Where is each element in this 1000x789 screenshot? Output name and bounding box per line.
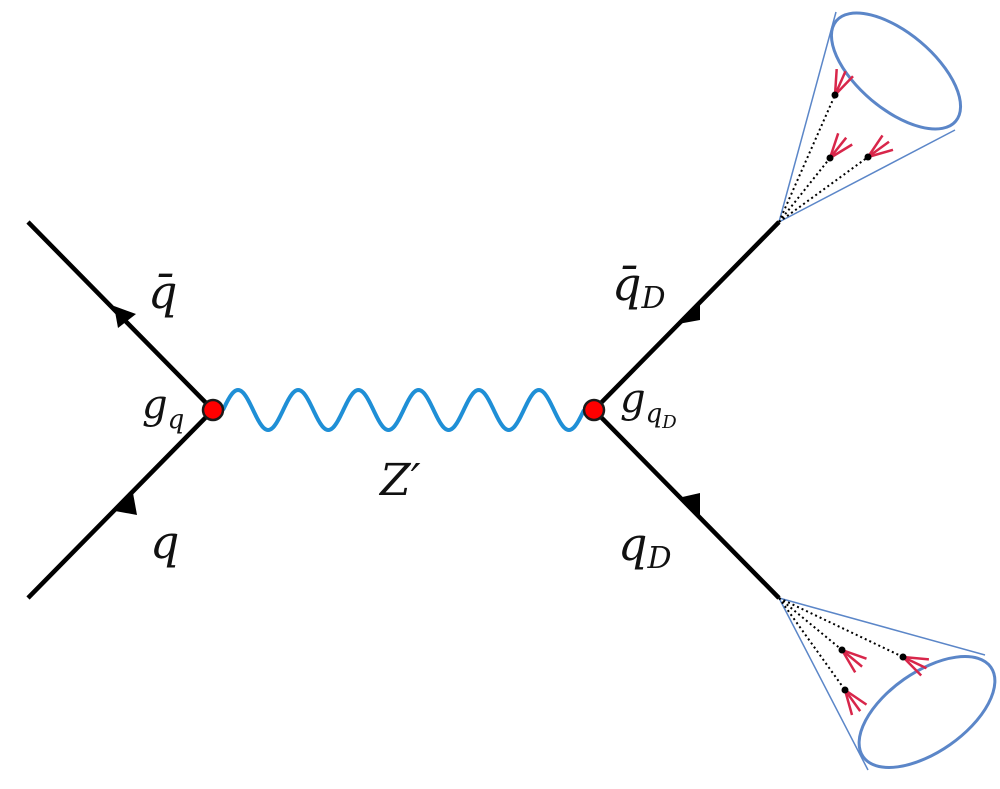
upper-shower-spray [867, 140, 890, 159]
lower-particle-dot [838, 646, 846, 654]
lower-particle-dot [899, 653, 907, 661]
upper-shower-spray [866, 134, 884, 158]
upper-shower-spray [828, 132, 840, 159]
dark-quark-arrow-icon [678, 493, 700, 518]
antiquark-label: q̄ [148, 265, 177, 319]
right-vertex-icon [582, 398, 606, 422]
upper-shower-particles [778, 69, 894, 223]
lower-shower-spray [841, 649, 863, 668]
lower-dotted-track [778, 597, 846, 691]
lower-shower-spray [902, 656, 923, 677]
lower-shower-spray [843, 689, 854, 716]
upper-particle-dot [831, 91, 839, 99]
upper-particle-dot [826, 154, 834, 162]
lower-jet-cone [778, 597, 997, 771]
right-coupling-subsub: D [661, 412, 677, 433]
dark-antiquark-main: q̄ [612, 257, 641, 311]
upper-shower-spray [867, 148, 894, 159]
lower-dotted-track [778, 597, 843, 651]
lower-shower-spray [902, 655, 928, 670]
lower-shower-spray [843, 689, 862, 712]
dark-quark-label: qD [618, 517, 672, 576]
right-coupling-label: gqD [620, 376, 677, 433]
upper-shower-spray [829, 136, 848, 159]
quark-arrow-icon [115, 493, 137, 515]
upper-shower-spray [833, 70, 847, 96]
left-vertex-icon [201, 398, 225, 422]
zprime-label: Z′ [378, 455, 421, 506]
dark-quark-sub: D [646, 541, 671, 576]
dark-quark-main: q [618, 517, 647, 571]
lower-shower-spray [902, 655, 930, 661]
upper-jet-cone [778, 11, 963, 223]
upper-dotted-track [778, 157, 831, 223]
lower-shower-particles [778, 597, 930, 716]
dark-antiquark-label: q̄D [612, 257, 666, 316]
antiquark-arrow-icon [114, 306, 136, 328]
upper-shower-spray [833, 69, 838, 96]
dark-antiquark-sub: D [640, 281, 665, 316]
right-coupling-main: g [620, 376, 646, 422]
lower-shower-spray [840, 649, 857, 674]
upper-dotted-track [778, 156, 869, 223]
upper-shower-spray [834, 75, 854, 96]
lower-particle-dot [841, 686, 849, 694]
incoming-quark-line [26, 408, 215, 600]
left-coupling-label: gq [142, 382, 184, 435]
left-coupling-sub: q [168, 405, 185, 435]
lower-shower-spray [841, 648, 867, 660]
right-coupling-sub: q [646, 399, 663, 429]
quark-label: q [150, 515, 179, 569]
upper-dotted-track [778, 94, 836, 223]
zprime-boson-wave [221, 387, 586, 433]
dark-antiquark-arrow-icon [678, 301, 700, 324]
upper-particle-dot [864, 153, 872, 161]
lower-shower-spray [844, 688, 868, 706]
left-coupling-main: g [142, 382, 168, 428]
upper-shower-spray [829, 143, 853, 160]
